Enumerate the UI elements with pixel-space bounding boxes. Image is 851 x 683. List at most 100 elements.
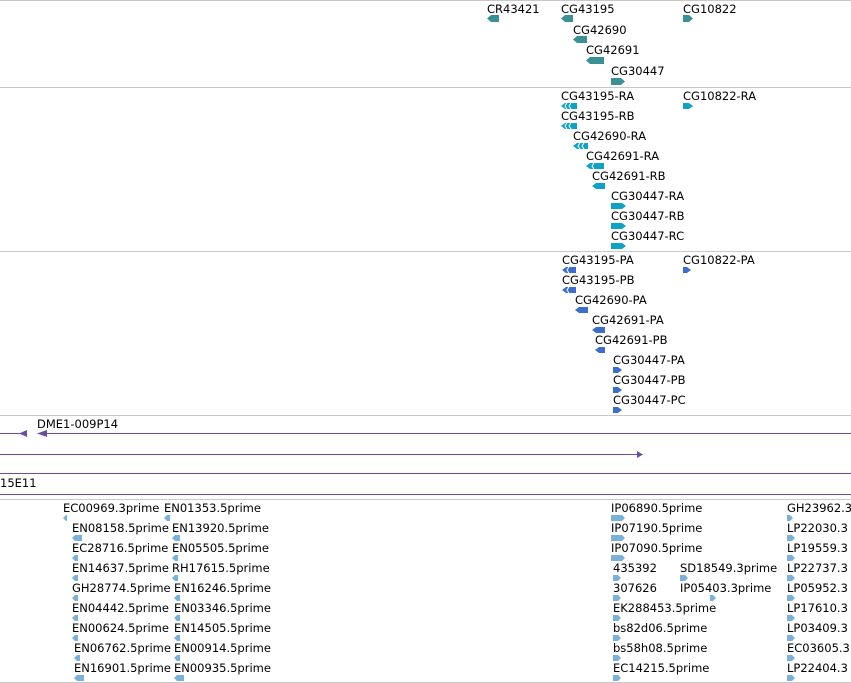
transcript-feature-right-arrow[interactable] [611,203,626,209]
est-label[interactable]: EC00969.3prime [63,501,160,515]
est-feature-left-arrow[interactable] [172,575,178,581]
est-label[interactable]: EN14505.5prime [174,621,271,635]
est-label[interactable]: EN14637.5prime [72,561,169,575]
protein-feature-left-arrow[interactable] [562,267,576,273]
est-feature-left-arrow[interactable] [174,635,180,641]
transcript-label[interactable]: CG30447-RB [611,209,685,223]
transcript-feature-right-arrow[interactable] [611,223,626,229]
est-feature-left-arrow[interactable] [174,675,184,681]
transcript-feature-left-arrow[interactable] [573,143,588,149]
gene-label[interactable]: CG42691 [586,43,640,57]
est-label[interactable]: 307626 [613,581,657,595]
protein-feature-left-arrow[interactable] [562,287,576,293]
protein-feature-right-arrow[interactable] [613,407,622,413]
est-feature-left-arrow[interactable] [174,655,180,661]
est-label[interactable]: EN03346.5prime [174,601,271,615]
est-label[interactable]: EN16246.5prime [174,581,271,595]
protein-label[interactable]: CG43195-PB [562,273,635,287]
est-label[interactable]: EN01353.5prime [164,501,261,515]
est-feature-right-arrow[interactable] [787,555,795,561]
est-feature-right-arrow[interactable] [611,515,625,521]
est-label[interactable]: IP07190.5prime [611,521,703,535]
gene-label[interactable]: CG30447 [611,64,665,78]
protein-label[interactable]: CG30447-PB [613,373,686,387]
gene-feature-left-arrow[interactable] [586,57,604,64]
gene-label[interactable]: CR43421 [487,2,540,16]
gene-feature-left-arrow[interactable] [561,15,573,22]
gene-feature-right-arrow[interactable] [611,78,625,85]
est-label[interactable]: LP05952.3 [787,581,848,595]
est-feature-left-arrow[interactable] [174,595,180,601]
est-label[interactable]: EN04442.5prime [72,601,169,615]
est-feature-left-arrow[interactable] [174,615,180,621]
transcript-feature-left-arrow[interactable] [592,183,605,189]
est-feature-left-arrow[interactable] [72,555,78,561]
protein-feature-left-arrow[interactable] [595,347,605,353]
protein-label[interactable]: CG30447-PA [613,353,685,367]
est-feature-left-arrow[interactable] [164,515,170,521]
transcript-label[interactable]: CG30447-RC [611,229,685,243]
protein-label[interactable]: CG42690-PA [575,293,647,307]
protein-feature-right-arrow[interactable] [613,387,622,393]
est-label[interactable]: EN16901.5prime [74,661,171,675]
est-label[interactable]: LP22737.3 [787,561,848,575]
est-feature-left-arrow[interactable] [172,535,180,541]
transcript-label[interactable]: CG30447-RA [611,189,685,203]
est-feature-right-arrow[interactable] [613,575,621,581]
est-feature-left-arrow[interactable] [72,535,82,541]
est-label[interactable]: GH28774.5prime [72,581,171,595]
est-feature-right-arrow[interactable] [613,615,621,621]
est-label[interactable]: 435392 [613,561,657,575]
transcript-label[interactable]: CG10822-RA [683,89,757,103]
est-feature-left-arrow[interactable] [72,615,78,621]
transcript-feature-right-arrow[interactable] [683,103,693,109]
est-feature-left-arrow[interactable] [172,555,178,561]
protein-label[interactable]: CG30447-PC [613,393,686,407]
est-label[interactable]: bs58h08.5prime [613,641,708,655]
est-label[interactable]: EC28716.5prime [72,541,169,555]
est-label[interactable]: EN00935.5prime [174,661,271,675]
gene-feature-right-arrow[interactable] [683,15,693,22]
est-feature-right-arrow[interactable] [787,655,795,661]
transcript-feature-left-arrow[interactable] [586,163,604,169]
est-label[interactable]: EN08158.5prime [72,521,169,535]
transcript-label[interactable]: CG42691-RA [586,149,660,163]
est-feature-left-arrow[interactable] [72,575,78,581]
clone-line[interactable] [44,433,851,434]
protein-feature-right-arrow[interactable] [683,267,691,273]
transcript-label[interactable]: CG43195-RA [561,89,635,103]
clone-line[interactable] [0,454,638,455]
gene-feature-left-arrow[interactable] [487,15,499,22]
est-feature-left-arrow[interactable] [72,595,78,601]
transcript-feature-right-arrow[interactable] [611,243,626,249]
est-label[interactable]: bs82d06.5prime [613,621,708,635]
clone-line[interactable] [0,494,851,495]
est-label[interactable]: EK288453.5prime [613,601,717,615]
est-label[interactable]: LP17610.3 [787,601,848,615]
est-feature-right-arrow[interactable] [787,535,795,541]
est-label[interactable]: EN06762.5prime [74,641,171,655]
est-feature-right-arrow[interactable] [787,595,795,601]
est-feature-right-arrow[interactable] [787,575,795,581]
clone-line[interactable] [0,433,27,434]
est-label[interactable]: LP03409.3 [787,621,848,635]
est-feature-left-arrow[interactable] [72,635,78,641]
est-label[interactable]: EN05505.5prime [172,541,269,555]
transcript-label[interactable]: CG42691-RB [592,169,666,183]
est-feature-right-arrow[interactable] [680,575,688,581]
clone-label[interactable]: 15E11 [0,476,37,490]
est-label[interactable]: SD18549.3prime [680,561,778,575]
est-label[interactable]: LP19559.3 [787,541,848,555]
gene-label[interactable]: CG10822 [683,2,737,16]
protein-label[interactable]: CG43195-PA [562,253,634,267]
gene-label[interactable]: CG43195 [561,2,615,16]
est-label[interactable]: IP05403.3prime [680,581,772,595]
est-label[interactable]: LP22404.3 [787,661,848,675]
est-feature-right-arrow[interactable] [787,615,795,621]
est-feature-right-arrow[interactable] [613,595,621,601]
est-label[interactable]: EN00914.5prime [174,641,271,655]
est-feature-right-arrow[interactable] [787,675,795,681]
clone-right-end-arrow[interactable] [637,451,643,458]
est-label[interactable]: IP07090.5prime [611,541,703,555]
clone-left-end-arrow[interactable] [37,430,47,437]
